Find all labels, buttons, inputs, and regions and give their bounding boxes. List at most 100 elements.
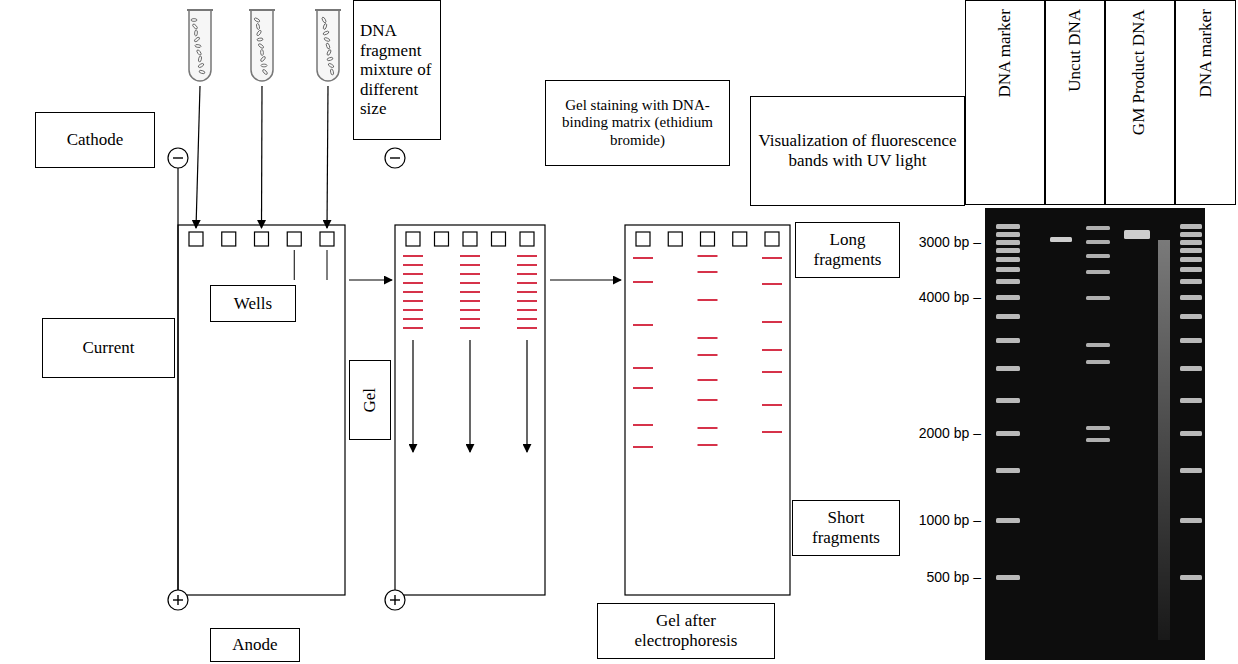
size-label: 500 bp – (927, 569, 982, 585)
well-leader-line (294, 250, 295, 280)
node-text: Long fragments (802, 230, 893, 269)
dna-band (762, 283, 782, 285)
dna-fragment (196, 49, 202, 56)
test-tube (249, 10, 275, 81)
photo-band (1180, 518, 1202, 523)
fragment-label: Short fragments (792, 500, 900, 556)
gel-slab (178, 225, 345, 595)
gel-slab (395, 225, 545, 595)
dna-band (762, 321, 782, 323)
gel-well (636, 232, 650, 246)
photo-band (1086, 270, 1110, 274)
dna-fragment (326, 43, 331, 50)
lane-header: Uncut DNA (1045, 0, 1105, 205)
dna-band (633, 367, 653, 369)
gel-well (520, 232, 534, 246)
lane-header: DNA marker (1175, 0, 1236, 205)
photo-band (1086, 438, 1110, 442)
photo-band (1180, 240, 1202, 245)
step-label: Gel after electrophoresis (597, 603, 775, 659)
gel-well (765, 232, 779, 246)
dna-band (403, 300, 423, 302)
electrode-circle (168, 148, 188, 168)
photo-band (1086, 226, 1110, 230)
dna-band (762, 349, 782, 351)
dna-fragment (327, 57, 334, 61)
dna-fragment (198, 56, 202, 62)
dna-band (698, 427, 718, 429)
gel-well (406, 232, 420, 246)
current-wire (177, 168, 178, 590)
dna-fragment (324, 37, 331, 42)
dna-band (460, 291, 480, 293)
dna-fragment (326, 49, 331, 56)
dna-band (633, 281, 653, 283)
dna-band (698, 444, 718, 446)
electrode-label: Cathode (35, 112, 155, 168)
dna-band (698, 354, 718, 356)
photo-band (996, 518, 1020, 523)
photo-band (996, 431, 1020, 436)
sign-bar (394, 595, 395, 605)
well-leader-line (327, 250, 328, 280)
photo-band (996, 338, 1020, 343)
size-label: 3000 bp – (919, 234, 981, 250)
tube-rim (315, 9, 341, 11)
dna-band (403, 291, 423, 293)
sign-bar (177, 595, 178, 605)
step-label: Gel staining with DNA-binding matrix (et… (545, 80, 730, 166)
photo-band (1180, 279, 1202, 284)
dna-band (460, 309, 480, 311)
photo-band (1180, 224, 1202, 229)
dna-band (762, 257, 782, 259)
node-text: Visualization of fluorescence bands with… (757, 131, 958, 170)
gel-photo-ground (985, 208, 1205, 660)
dna-band (517, 282, 537, 284)
dna-fragment (192, 23, 198, 29)
node-text: Wells (217, 294, 289, 314)
photo-band (996, 575, 1020, 580)
dna-band (403, 264, 423, 266)
dna-fragment (191, 19, 197, 22)
photo-band (1086, 296, 1110, 300)
photo-band (1124, 230, 1150, 239)
photo-band (1180, 314, 1202, 319)
dna-band (460, 264, 480, 266)
size-label: 4000 bp – (919, 289, 981, 305)
dna-fragment (260, 49, 263, 55)
gel-well (189, 232, 203, 246)
dna-fragment (199, 70, 206, 74)
node-text: Short fragments (799, 508, 893, 547)
dna-fragment (330, 69, 334, 75)
gel-outline (625, 225, 790, 595)
photo-band (996, 366, 1020, 371)
dna-band (517, 327, 537, 329)
dna-band (460, 273, 480, 275)
dna-fragment (323, 23, 328, 30)
dna-band (633, 257, 653, 259)
photo-band (1086, 240, 1110, 244)
photo-band (996, 240, 1020, 245)
process-arrow (550, 279, 621, 280)
gel-outline (395, 225, 545, 595)
electrode-circle (168, 590, 188, 610)
lane-header: DNA marker (965, 0, 1045, 205)
node-text: DNA marker (996, 9, 1015, 97)
dna-fragment (256, 23, 260, 29)
dna-band (698, 337, 718, 339)
dna-fragment (194, 37, 200, 43)
photo-band (1180, 431, 1202, 436)
photo-band (1180, 267, 1202, 272)
fragment-label: Long fragments (795, 222, 900, 278)
gel-label: Gel (349, 360, 391, 440)
loading-arrow (196, 86, 200, 228)
dna-band (698, 379, 718, 381)
tube-outline (317, 10, 339, 81)
gel-slab (625, 225, 790, 595)
photo-band (1086, 426, 1110, 430)
dna-band (403, 282, 423, 284)
anode-symbol (385, 590, 405, 610)
sign-bar (390, 157, 400, 158)
dna-band (517, 273, 537, 275)
dna-band (517, 318, 537, 320)
